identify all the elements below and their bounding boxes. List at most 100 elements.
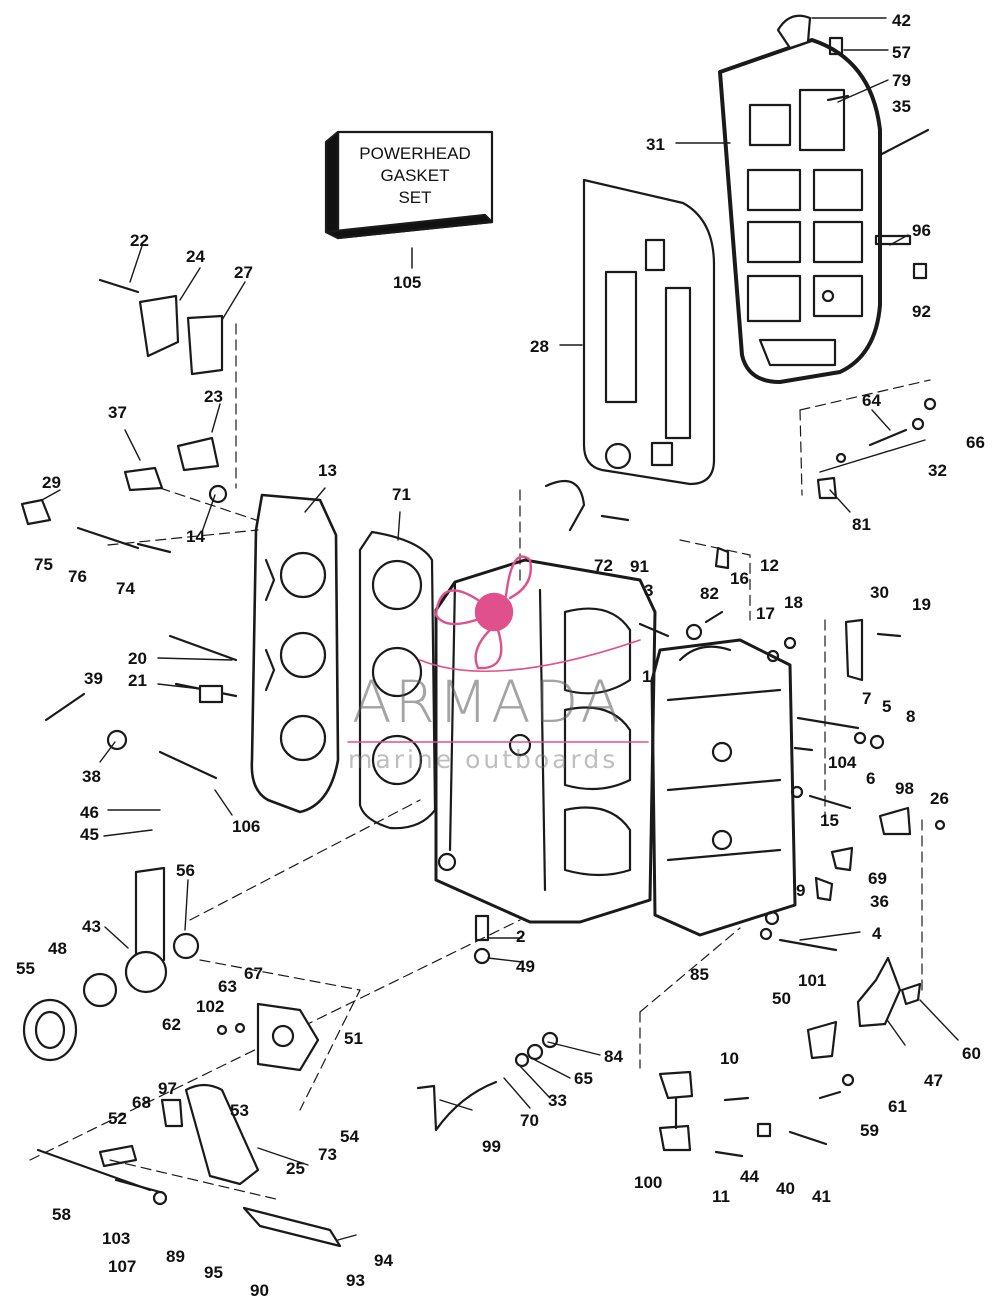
callout-98: 98 bbox=[895, 779, 914, 798]
callout-102: 102 bbox=[196, 997, 225, 1016]
callout-49: 49 bbox=[516, 957, 535, 976]
callout-100: 100 bbox=[634, 1173, 663, 1192]
callout-71: 71 bbox=[392, 485, 411, 504]
callout-2: 2 bbox=[516, 927, 526, 946]
callout-14: 14 bbox=[186, 527, 205, 546]
callout-40: 40 bbox=[776, 1179, 795, 1198]
callout-33: 33 bbox=[548, 1091, 567, 1110]
callout-15: 15 bbox=[820, 811, 839, 830]
callout-75: 75 bbox=[34, 555, 53, 574]
callout-97: 97 bbox=[158, 1079, 177, 1098]
callout-94: 94 bbox=[374, 1251, 393, 1270]
callout-38: 38 bbox=[82, 767, 101, 786]
kit-part-number: 105 bbox=[393, 273, 422, 292]
callout-84: 84 bbox=[604, 1047, 623, 1066]
callout-72: 72 bbox=[594, 556, 613, 575]
callout-92: 92 bbox=[912, 302, 931, 321]
callout-67: 67 bbox=[244, 964, 263, 983]
callout-36: 36 bbox=[870, 892, 889, 911]
watermark-tagline: marine outboards bbox=[348, 745, 619, 774]
callout-89: 89 bbox=[166, 1247, 185, 1266]
callout-51: 51 bbox=[344, 1029, 363, 1048]
callout-64: 64 bbox=[862, 391, 881, 410]
callout-53: 53 bbox=[230, 1101, 249, 1120]
callout-13: 13 bbox=[318, 461, 337, 480]
callout-35: 35 bbox=[892, 97, 911, 116]
callout-73: 73 bbox=[318, 1145, 337, 1164]
callout-11: 11 bbox=[712, 1187, 730, 1206]
crankcase-cover bbox=[650, 638, 797, 937]
callout-29: 29 bbox=[42, 473, 61, 492]
cylinder-head bbox=[250, 493, 340, 814]
callout-9: 9 bbox=[796, 881, 806, 900]
callout-42: 42 bbox=[892, 11, 911, 30]
callout-31: 31 bbox=[646, 135, 665, 154]
callout-6: 6 bbox=[866, 769, 876, 788]
callout-58: 58 bbox=[52, 1205, 71, 1224]
brand-logo bbox=[419, 555, 641, 673]
callout-46: 46 bbox=[80, 803, 99, 822]
exhaust-gasket bbox=[582, 178, 716, 486]
callout-19: 19 bbox=[912, 595, 931, 614]
callout-48: 48 bbox=[48, 939, 67, 958]
head-gasket bbox=[358, 530, 437, 830]
callout-1: 1 bbox=[642, 667, 652, 686]
callout-91: 91 bbox=[630, 557, 649, 576]
callout-45: 45 bbox=[80, 825, 99, 844]
callout-63: 63 bbox=[218, 977, 237, 996]
hardware bbox=[20, 14, 946, 1248]
callout-27: 27 bbox=[234, 263, 253, 282]
callout-82: 82 bbox=[700, 584, 719, 603]
callout-28: 28 bbox=[530, 337, 549, 356]
callout-65: 65 bbox=[574, 1069, 593, 1088]
cylinder-block bbox=[434, 558, 657, 924]
callout-68: 68 bbox=[132, 1093, 151, 1112]
exhaust-cover-plate bbox=[718, 38, 882, 384]
callout-101: 101 bbox=[798, 971, 827, 990]
callout-62: 62 bbox=[162, 1015, 181, 1034]
callout-39: 39 bbox=[84, 669, 103, 688]
gasket-kit-box bbox=[324, 130, 494, 269]
callout-17: 17 bbox=[756, 604, 775, 623]
callout-96: 96 bbox=[912, 221, 931, 240]
callout-95: 95 bbox=[204, 1263, 223, 1282]
callout-69: 69 bbox=[868, 869, 887, 888]
callout-32: 32 bbox=[928, 461, 947, 480]
callout-24: 24 bbox=[186, 247, 205, 266]
callout-56: 56 bbox=[176, 861, 195, 880]
callout-7: 7 bbox=[862, 689, 872, 708]
leader-lines bbox=[41, 17, 959, 1241]
callout-104: 104 bbox=[828, 753, 857, 772]
callout-61: 61 bbox=[888, 1097, 907, 1116]
callout-79: 79 bbox=[892, 71, 911, 90]
kit-label-line: SET bbox=[398, 188, 432, 207]
callout-57: 57 bbox=[892, 43, 911, 62]
callout-52: 52 bbox=[108, 1109, 127, 1128]
callout-60: 60 bbox=[962, 1044, 981, 1063]
callout-93: 93 bbox=[346, 1271, 365, 1290]
callout-44: 44 bbox=[740, 1167, 759, 1186]
callout-43: 43 bbox=[82, 917, 101, 936]
callout-54: 54 bbox=[340, 1127, 359, 1146]
callout-12: 12 bbox=[760, 556, 779, 575]
callout-76: 76 bbox=[68, 567, 87, 586]
callout-10: 10 bbox=[720, 1049, 739, 1068]
callout-50: 50 bbox=[772, 989, 791, 1008]
callout-26: 26 bbox=[930, 789, 949, 808]
callout-21: 21 bbox=[128, 671, 147, 690]
callout-47: 47 bbox=[924, 1071, 943, 1090]
callout-55: 55 bbox=[16, 959, 35, 978]
callout-81: 81 bbox=[852, 515, 871, 534]
callout-16: 16 bbox=[730, 569, 749, 588]
gasket-kit-label: POWERHEAD GASKET SET bbox=[340, 143, 490, 209]
callout-37: 37 bbox=[108, 403, 127, 422]
kit-label-line: POWERHEAD bbox=[359, 144, 471, 163]
callout-8: 8 bbox=[906, 707, 916, 726]
callout-85: 85 bbox=[690, 965, 709, 984]
callout-90: 90 bbox=[250, 1281, 269, 1300]
callout-41: 41 bbox=[812, 1187, 831, 1206]
callout-74: 74 bbox=[116, 579, 135, 598]
watermark-brand: ARMADA bbox=[352, 668, 624, 736]
